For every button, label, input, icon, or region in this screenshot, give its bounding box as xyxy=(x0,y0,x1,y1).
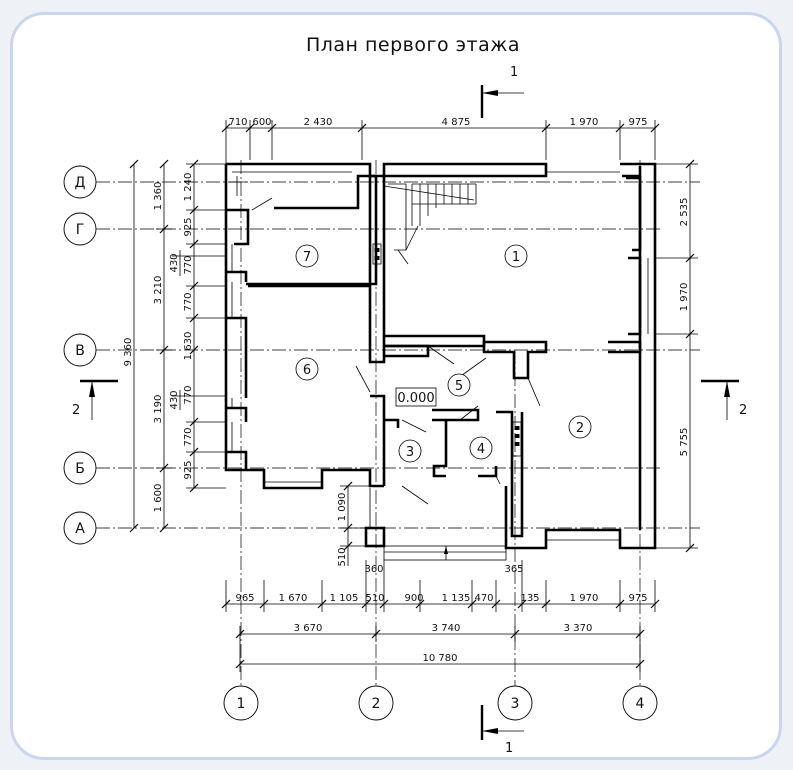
details xyxy=(229,171,649,561)
axis-label-1: 1 xyxy=(237,696,246,712)
axis-label-A: А xyxy=(75,521,85,537)
dim-left-axis-G-V: 3 210 xyxy=(153,276,164,305)
walls xyxy=(224,162,657,550)
dim-bottom-8: 135 xyxy=(520,593,539,604)
dim-porch-left: 360 xyxy=(364,564,383,575)
dims-entrance: 1 090 510 xyxy=(337,481,370,567)
dim-bottom-9: 1 970 xyxy=(570,593,599,604)
dim-bottom-axis-1-2: 3 670 xyxy=(294,623,323,634)
level-mark: 0.000 xyxy=(397,391,434,406)
section-marker-right: 2 xyxy=(701,379,747,420)
dim-top-5: 1 970 xyxy=(570,117,599,128)
section-label-right: 2 xyxy=(739,403,747,418)
axis-label-B: Б xyxy=(75,461,85,477)
dims-right: 2 535 1 970 5 755 xyxy=(655,159,698,553)
dim-bottom-4: 510 xyxy=(365,593,384,604)
section-label-left: 2 xyxy=(72,403,80,418)
dim-left-9: 770 xyxy=(183,427,194,446)
dim-bottom-5: 900 xyxy=(404,593,423,604)
room-label-6: 6 xyxy=(303,363,311,378)
dim-left-axis-B-A: 1 600 xyxy=(153,484,164,513)
dim-bottom-axis-3-4: 3 370 xyxy=(564,623,593,634)
dim-left-axis-D-G: 1 360 xyxy=(153,182,164,211)
room-labels: 1 2 3 4 5 6 7 0.000 xyxy=(295,244,592,463)
dim-bottom-10: 975 xyxy=(628,593,647,604)
section-label-bottom: 1 xyxy=(505,741,513,756)
axis-label-3: 3 xyxy=(511,696,520,712)
dim-left-2: 925 xyxy=(183,217,194,236)
axis-label-D: Д xyxy=(75,175,86,191)
section-marker-bottom: 1 xyxy=(480,705,524,756)
dim-top-1: 710 xyxy=(228,117,247,128)
dim-bottom-6: 1 135 xyxy=(442,593,471,604)
dim-left-1: 1 240 xyxy=(183,173,194,202)
dim-left-5: 770 xyxy=(183,292,194,311)
dims-bottom: 965 1 670 1 105 510 900 1 135 470 135 1 … xyxy=(221,560,660,672)
dim-bottom-total: 10 780 xyxy=(423,653,458,664)
dim-left-total: 9 360 xyxy=(123,338,134,367)
dims-top: 710 600 2 430 4 875 1 970 975 xyxy=(221,117,660,164)
drawing-sheet xyxy=(10,12,782,760)
dim-bottom-7: 470 xyxy=(474,593,493,604)
dim-top-4: 4 875 xyxy=(442,117,471,128)
section-marker-left: 2 xyxy=(72,379,118,420)
dim-right-1: 2 535 xyxy=(679,198,690,227)
room-label-5: 5 xyxy=(455,379,463,394)
dim-left-8: 770 xyxy=(183,385,194,404)
dim-left-6: 1 630 xyxy=(183,332,194,361)
dim-left-3: 430 xyxy=(169,253,180,272)
axis-label-4: 4 xyxy=(636,696,645,712)
dim-top-2: 600 xyxy=(252,117,271,128)
number-axes: 1 2 3 4 xyxy=(223,160,658,721)
room-label-7: 7 xyxy=(303,250,311,265)
plan-title: План первого этажа xyxy=(306,34,520,56)
dim-right-3: 5 755 xyxy=(679,428,690,457)
section-marker-top: 1 xyxy=(480,65,524,118)
axis-label-V: В xyxy=(75,343,85,359)
dim-bottom-3: 1 105 xyxy=(330,593,359,604)
axis-label-2: 2 xyxy=(372,696,381,712)
dim-top-6: 975 xyxy=(628,117,647,128)
letter-axes: Д Г В Б А xyxy=(63,165,700,545)
dims-left: 1 240 925 430 770 770 1 630 430 770 770 … xyxy=(123,159,226,533)
dim-bottom-1: 965 xyxy=(235,593,254,604)
room-label-1: 1 xyxy=(512,250,520,265)
dim-left-4: 770 xyxy=(183,255,194,274)
dim-left-axis-V-B: 3 190 xyxy=(153,395,164,424)
room-label-2: 2 xyxy=(576,421,584,436)
dim-top-3: 2 430 xyxy=(304,117,333,128)
dim-left-10: 925 xyxy=(183,460,194,479)
dim-porch-right: 365 xyxy=(504,564,523,575)
dim-entrance-1: 1 090 xyxy=(337,493,348,522)
room-label-4: 4 xyxy=(477,442,485,457)
dim-entrance-2: 510 xyxy=(337,547,348,566)
axis-label-G: Г xyxy=(76,222,85,238)
dim-bottom-axis-2-3: 3 740 xyxy=(432,623,461,634)
section-label-top: 1 xyxy=(510,65,518,80)
room-label-3: 3 xyxy=(406,445,414,460)
dim-bottom-2: 1 670 xyxy=(279,593,308,604)
dim-left-7: 430 xyxy=(169,390,180,409)
dim-right-2: 1 970 xyxy=(679,283,690,312)
